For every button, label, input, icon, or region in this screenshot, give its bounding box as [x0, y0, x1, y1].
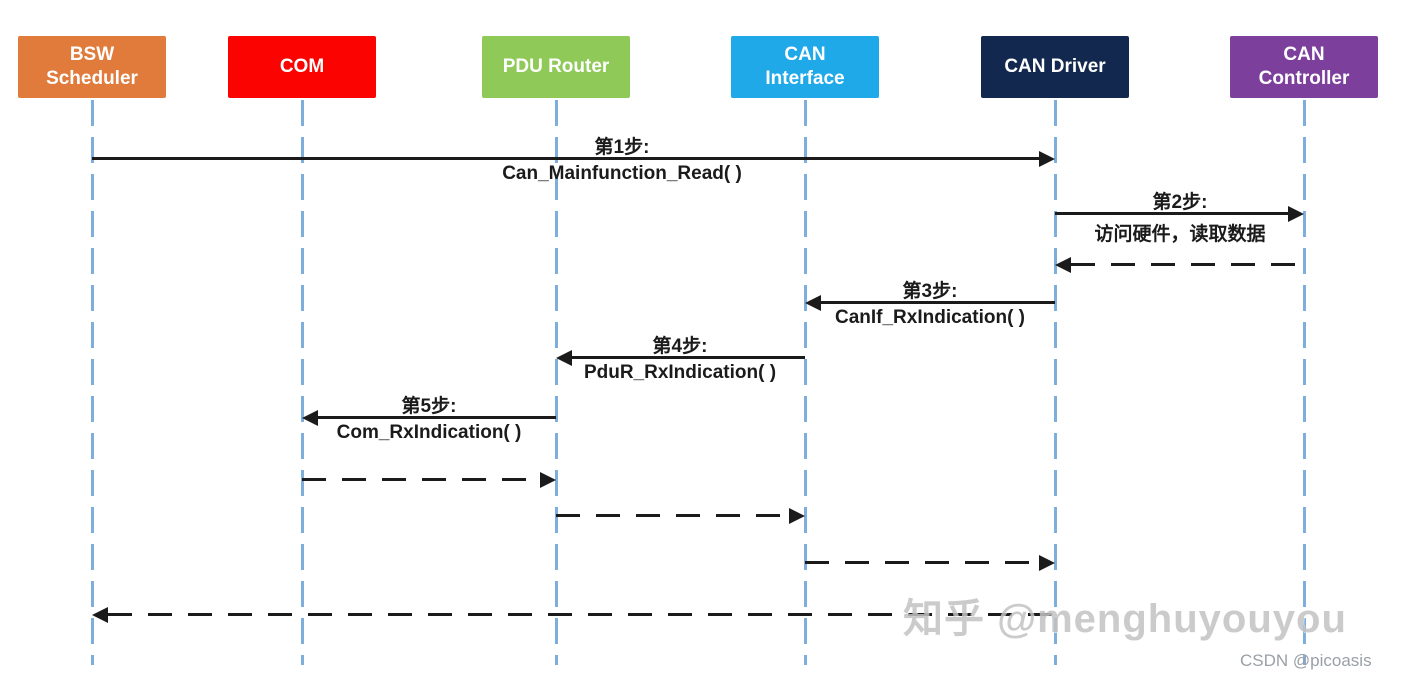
message-step-label: 第4步:	[652, 336, 708, 357]
arrowhead-right-icon	[789, 508, 805, 524]
watermark-csdn: CSDN @picoasis	[1240, 651, 1372, 670]
return-arrow-pdur-to-canif	[556, 514, 789, 517]
actor-can-driver: CAN Driver	[981, 36, 1129, 98]
actor-pdu-router: PDU Router	[482, 36, 630, 98]
lifeline-can-interface	[804, 100, 807, 665]
arrowhead-right-icon	[540, 472, 556, 488]
lifeline-pdu-router	[555, 100, 558, 665]
message-step-label: 第5步:	[401, 396, 457, 417]
lifeline-can-controller	[1303, 100, 1306, 665]
actor-can-interface: CAN Interface	[731, 36, 879, 98]
message-function-label: PduR_RxIndication( )	[583, 362, 777, 383]
return-arrow-driver-to-bsw	[108, 613, 1055, 616]
message-function-label: CanIf_RxIndication( )	[834, 307, 1026, 328]
actor-can-controller: CAN Controller	[1230, 36, 1378, 98]
message-function-label: Com_RxIndication( )	[336, 422, 522, 443]
message-arrow-step1	[92, 157, 1039, 160]
message-arrow-step4	[572, 356, 805, 359]
message-arrow-step2	[1055, 212, 1288, 215]
arrowhead-left-icon	[805, 295, 821, 311]
message-step-label: 第1步:	[594, 137, 650, 158]
actor-bsw-scheduler: BSW Scheduler	[18, 36, 166, 98]
message-function-label: 访问硬件，读取数据	[1094, 224, 1266, 245]
arrowhead-left-icon	[92, 607, 108, 623]
message-function-label: Can_Mainfunction_Read( )	[502, 163, 742, 184]
arrowhead-left-icon	[302, 410, 318, 426]
message-step-label: 第3步:	[902, 281, 958, 302]
actor-com: COM	[228, 36, 376, 98]
return-arrow-canif-to-driver	[805, 561, 1039, 564]
lifeline-can-driver	[1054, 100, 1057, 665]
watermark-zhihu: 知乎 @menghuyouyou	[903, 597, 1347, 641]
return-arrow-controller-to-driver	[1071, 263, 1304, 266]
return-arrow-com-to-pdur	[302, 478, 540, 481]
arrowhead-left-icon	[556, 350, 572, 366]
message-arrow-step5	[318, 416, 556, 419]
message-arrow-step3	[821, 301, 1055, 304]
lifeline-bsw-scheduler	[91, 100, 94, 665]
arrowhead-left-icon	[1055, 257, 1071, 273]
arrowhead-right-icon	[1288, 206, 1304, 222]
arrowhead-right-icon	[1039, 151, 1055, 167]
message-step-label: 第2步:	[1152, 192, 1208, 213]
arrowhead-right-icon	[1039, 555, 1055, 571]
lifeline-com	[301, 100, 304, 665]
